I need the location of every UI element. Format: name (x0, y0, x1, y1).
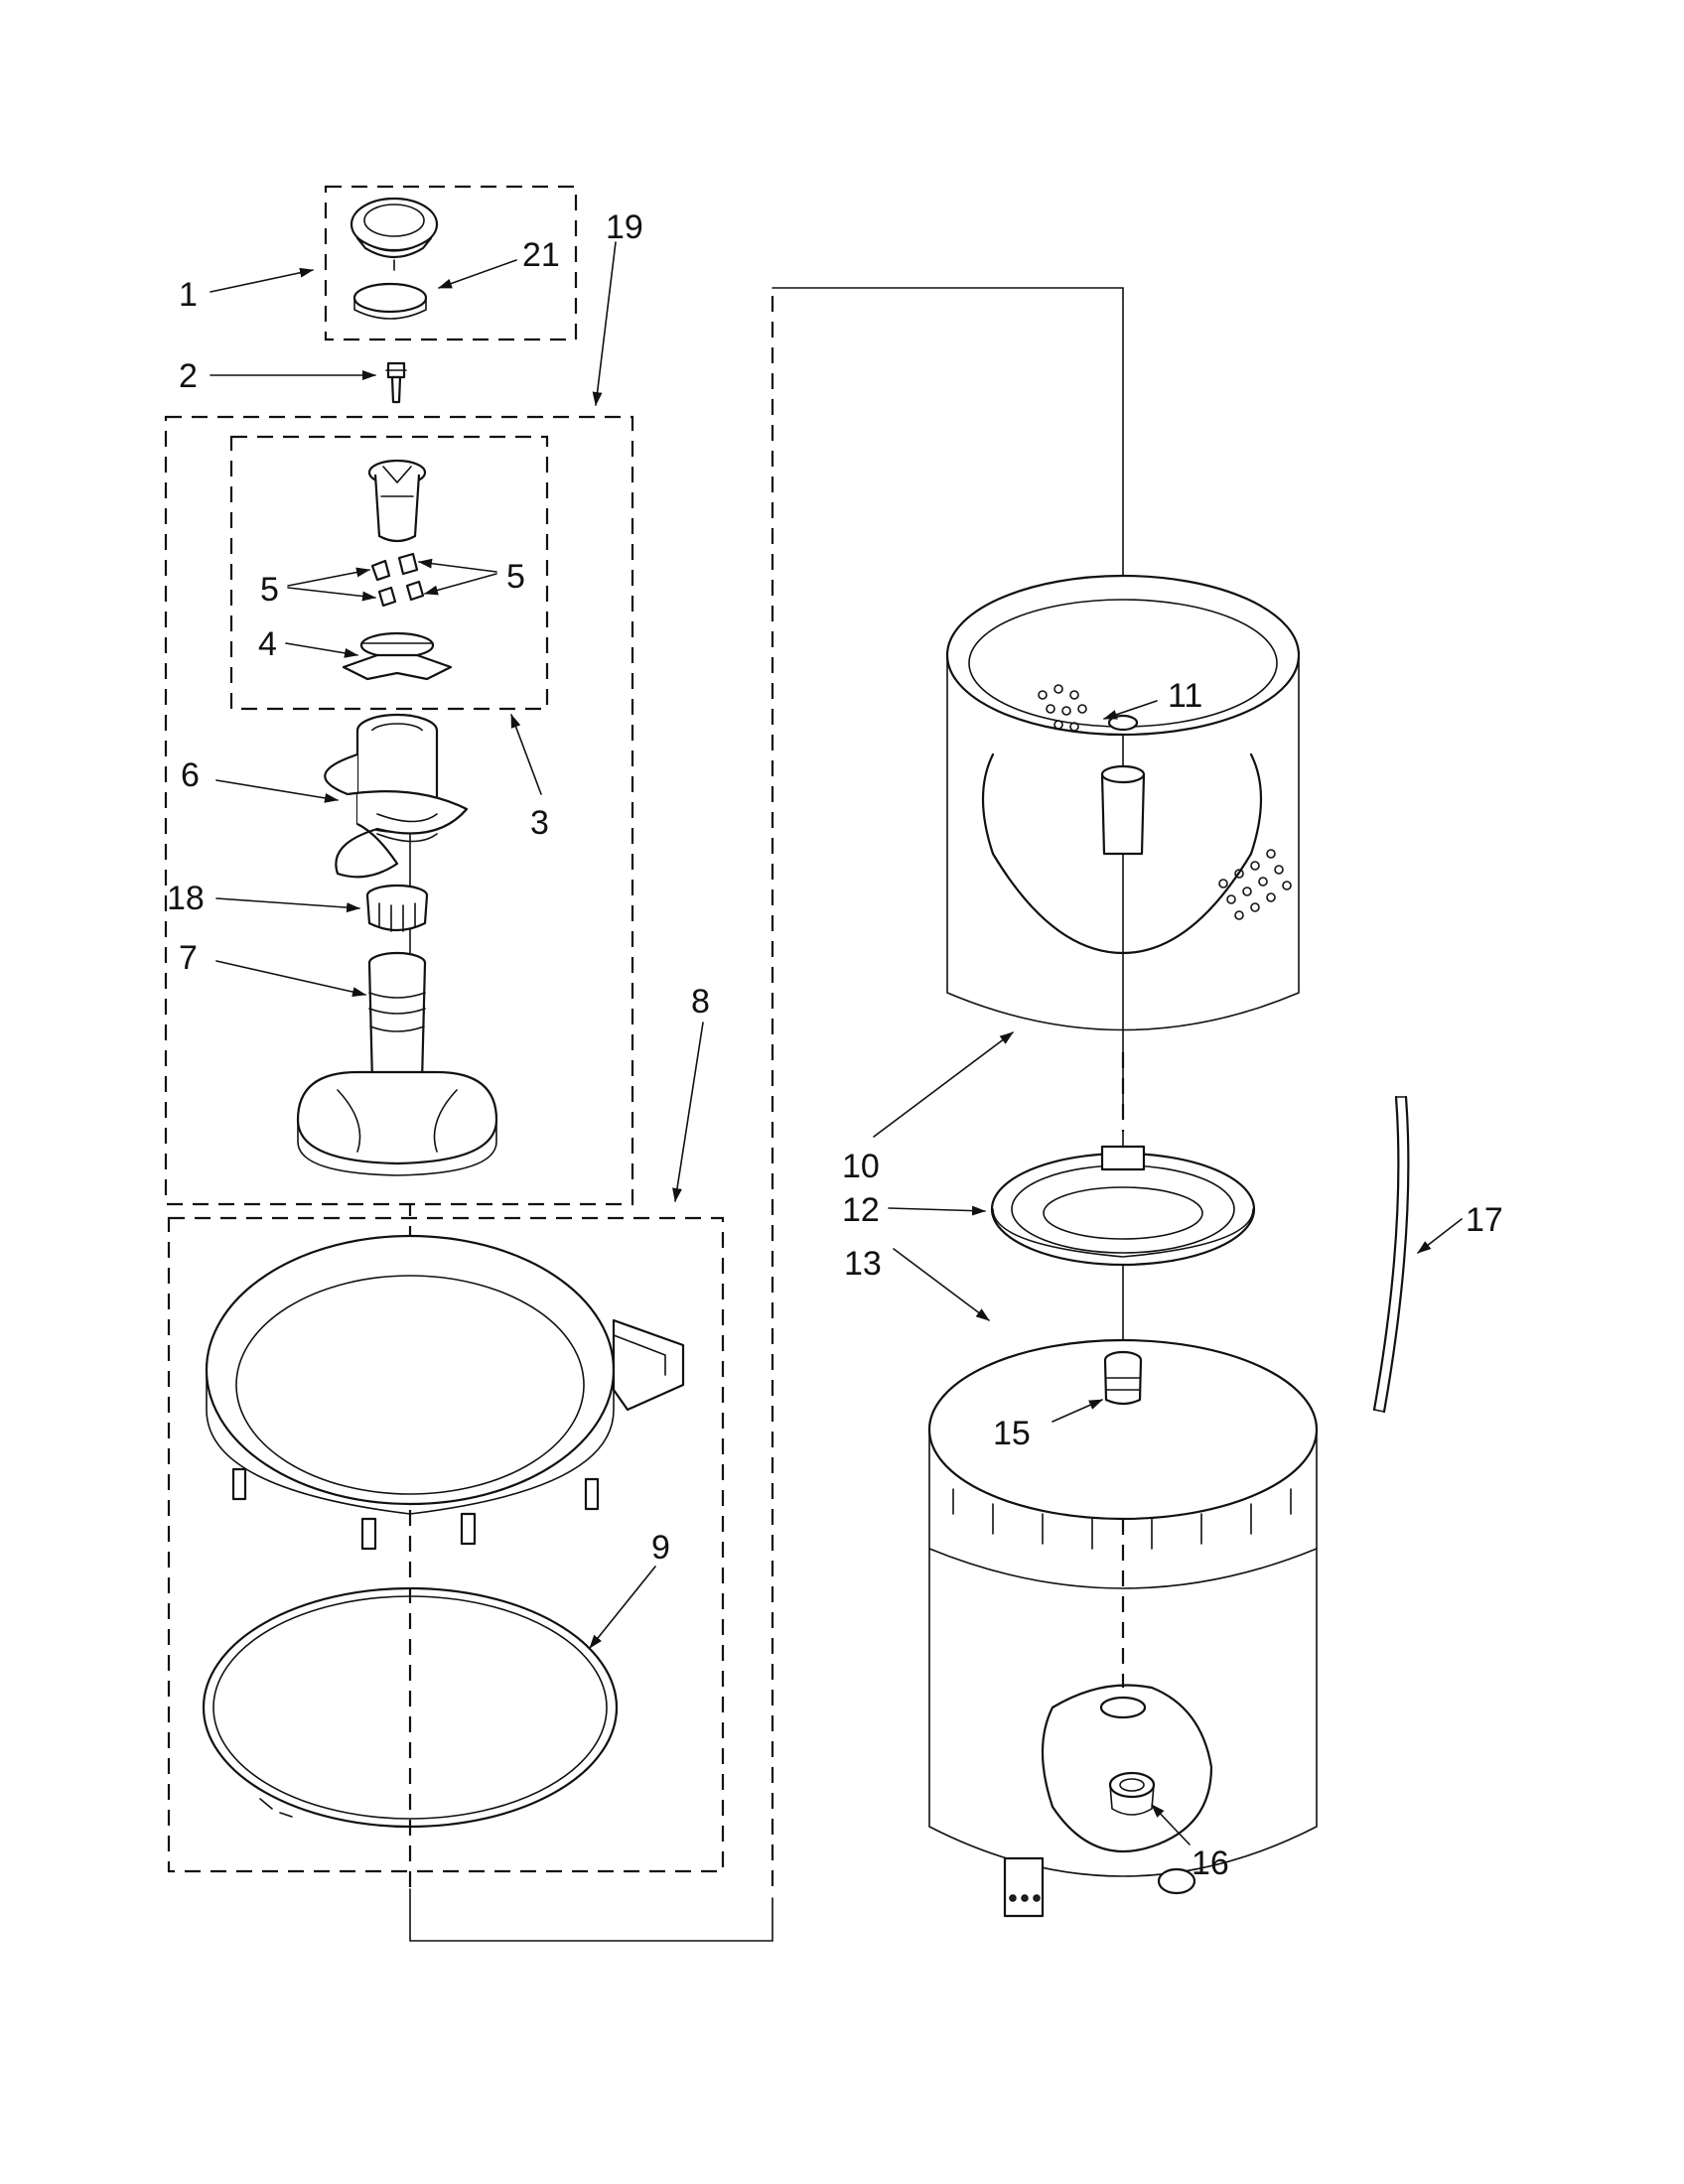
dog-cam-part (367, 459, 427, 543)
callout-label-3: 3 (530, 804, 549, 842)
callout-label-18: 18 (167, 880, 205, 917)
auger-part (324, 713, 469, 879)
drain-fitting-part (1108, 1771, 1156, 1816)
bearing-ring-part (365, 884, 429, 932)
hose-part (1372, 1095, 1410, 1414)
dog-retainer-part (342, 631, 453, 681)
agitator-cap-part (350, 197, 439, 271)
basket-perforations (1038, 684, 1292, 920)
group-box-3 (229, 435, 549, 711)
tub-ring-part (205, 1234, 685, 1551)
callout-label-9: 9 (651, 1529, 670, 1567)
callout-label-15: 15 (993, 1415, 1031, 1452)
group-box-8 (167, 1216, 725, 1873)
assembly-connector (408, 287, 1125, 1942)
cap-ring-part (352, 282, 428, 320)
group-box-19 (164, 415, 634, 1206)
group-box-1 (324, 185, 578, 341)
callout-label-5-left: 5 (260, 571, 279, 609)
callout-label-8: 8 (691, 983, 710, 1021)
callout-label-16: 16 (1192, 1844, 1229, 1882)
tub-fitting-part (1103, 1350, 1143, 1406)
callout-labels: 1 2 3 4 5 5 6 7 8 9 10 11 12 13 15 16 17… (167, 208, 1503, 1882)
callout-label-21: 21 (522, 236, 560, 274)
callout-label-7: 7 (179, 939, 198, 977)
callout-label-13: 13 (844, 1245, 882, 1283)
callout-label-11: 11 (1168, 677, 1202, 715)
callout-label-2: 2 (179, 357, 198, 395)
wash-basket-part (945, 574, 1301, 1031)
drive-hub-part (990, 1145, 1256, 1267)
callout-label-5-right: 5 (506, 558, 525, 596)
seal-ring-part (202, 1586, 619, 1829)
callout-label-10: 10 (842, 1148, 880, 1185)
callout-label-12: 12 (842, 1191, 880, 1229)
agitator-dogs-part (370, 552, 425, 608)
outer-tub-part (927, 1338, 1319, 1918)
callout-label-6: 6 (181, 756, 200, 794)
callout-label-17: 17 (1466, 1201, 1503, 1239)
callout-label-1: 1 (179, 276, 198, 314)
callout-label-4: 4 (258, 625, 277, 663)
callout-label-19: 19 (606, 208, 643, 246)
callout-arrows (210, 241, 1463, 1845)
agitator-base-part (296, 951, 498, 1176)
bolt-part (385, 361, 407, 404)
